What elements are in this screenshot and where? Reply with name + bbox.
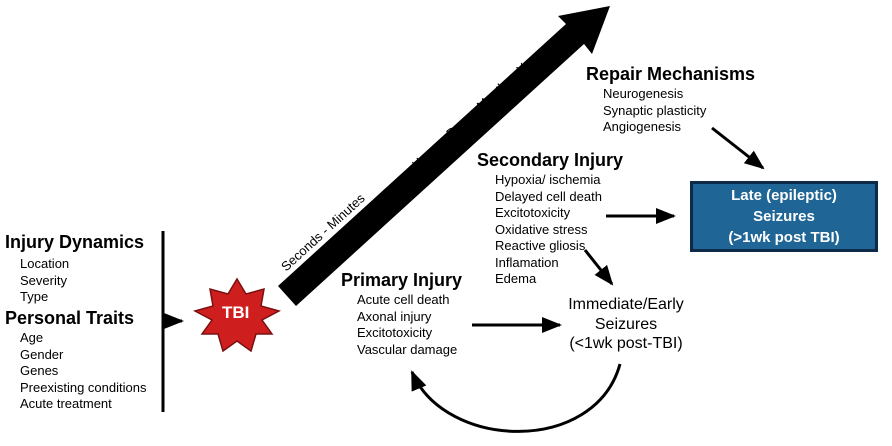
personal-traits-item: Genes <box>20 363 59 378</box>
injury-dynamics-item: Severity <box>20 272 67 288</box>
secondary-injury-item: Hypoxia/ ischemia <box>495 172 601 187</box>
personal-traits-item: Gender <box>20 346 64 362</box>
primary-injury-item: Axonal injury <box>357 308 432 324</box>
personal-traits-heading: Personal Traits <box>5 308 135 328</box>
repair-mechanisms-item: Angiogenesis <box>603 119 682 134</box>
repair-mechanisms-item: Synaptic plasticity <box>603 102 707 118</box>
secondary-injury-heading: Secondary Injury <box>477 150 624 170</box>
late-seizures-line: (>1wk post TBI) <box>728 229 840 246</box>
primary-injury-item: Acute cell death <box>357 292 450 307</box>
tbi-label: TBI <box>222 303 250 322</box>
injury-dynamics-item: Location <box>20 256 70 271</box>
immediate-seizures-line: (<1wk post-TBI) <box>569 335 683 352</box>
repair-mechanisms-item: Neurogenesis <box>603 86 684 101</box>
tbi-star-icon <box>192 277 282 353</box>
late-seizures-box: Late (epileptic) Seizures (>1wk post TBI… <box>690 181 878 252</box>
primary-injury-item: Excitotoxicity <box>357 325 433 340</box>
feedback-curve-arrow <box>410 363 622 433</box>
secondary-injury-item: Reactive gliosis <box>495 238 586 253</box>
personal-traits-item: Acute treatment <box>20 396 112 411</box>
primary-injury-heading: Primary Injury <box>341 270 463 290</box>
timeline-arrow-icon <box>278 6 610 306</box>
injury-dynamics-item: Type <box>20 289 49 304</box>
primary-injury-item: Vascular damage <box>357 341 458 357</box>
secondary-injury-item: Excitotoxicity <box>495 205 571 220</box>
immediate-seizures-line: Immediate/Early <box>568 296 684 313</box>
secondary-injury-item: Oxidative stress <box>495 221 588 237</box>
secondary-injury-item: Inflamation <box>495 254 559 270</box>
immediate-seizures-line: Seizures <box>594 315 658 333</box>
immediate-seizures-node: Immediate/Early Seizures (<1wk post-TBI) <box>560 295 692 354</box>
late-seizures-line: Seizures <box>753 208 815 225</box>
secondary-to-immediate-arrow <box>583 249 614 286</box>
secondary-injury-item: Delayed cell death <box>495 188 602 204</box>
secondary-injury-item: Edema <box>495 271 537 286</box>
late-seizures-line: Late (epileptic) <box>731 187 837 204</box>
personal-traits-item: Age <box>20 330 44 345</box>
repair-mechanisms-heading: Repair Mechanisms <box>586 64 756 84</box>
personal-traits-item: Preexisting conditions <box>20 379 147 395</box>
injury-dynamics-heading: Injury Dynamics <box>5 232 145 252</box>
repair-to-late-arrow <box>711 126 765 170</box>
